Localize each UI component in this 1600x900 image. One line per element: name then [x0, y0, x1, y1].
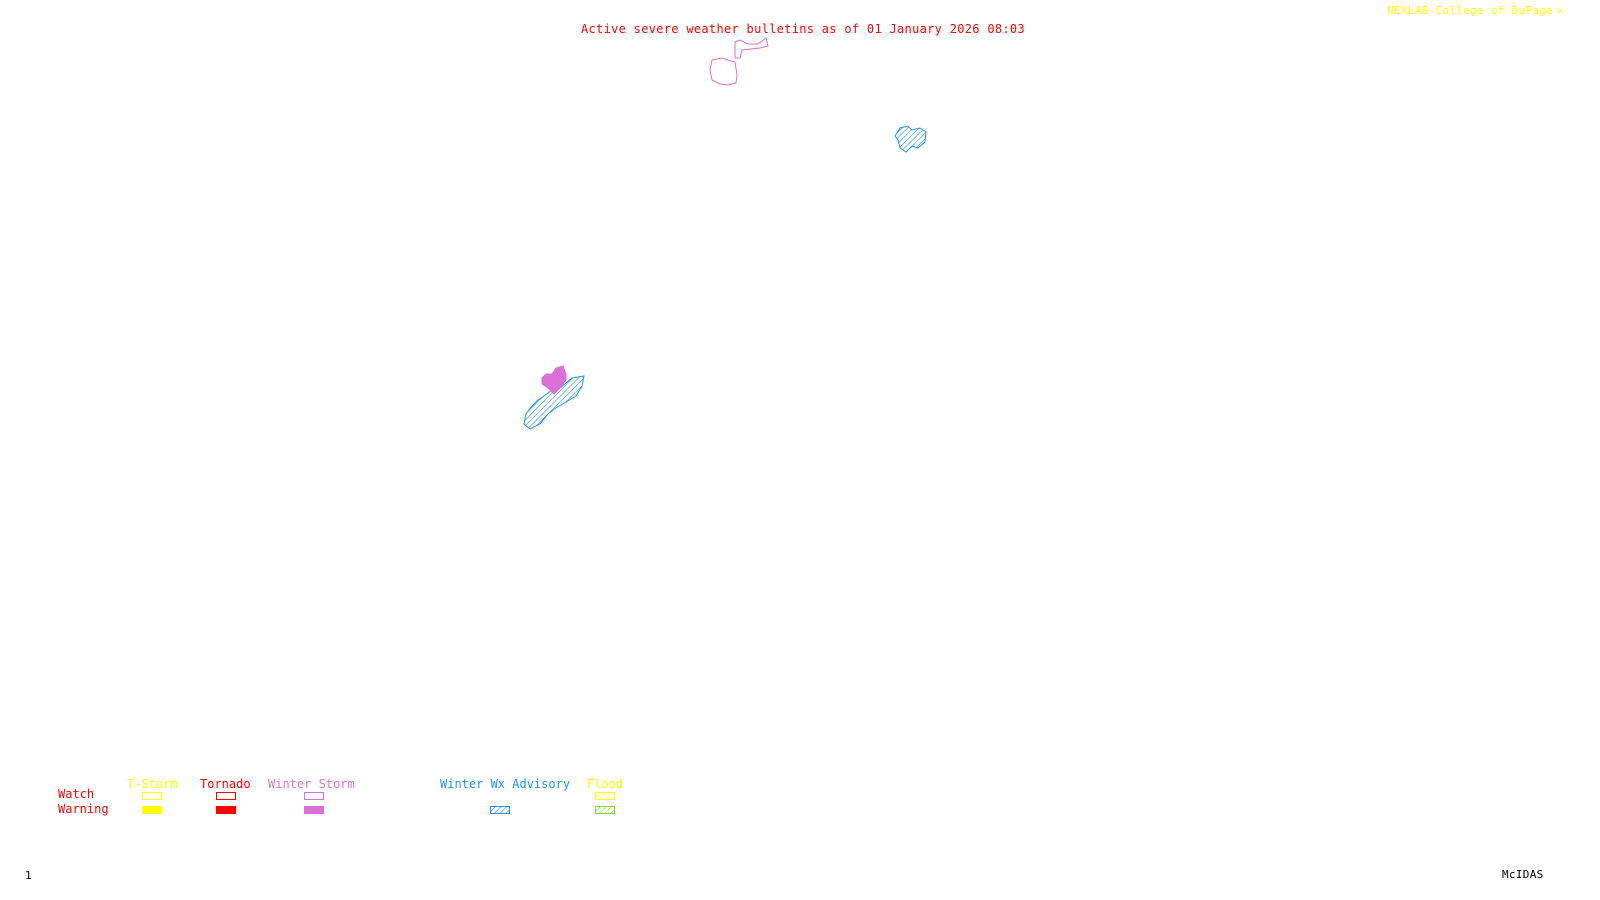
- legend-header-flood: Flood: [587, 777, 624, 791]
- page-title: Active severe weather bulletins as of 01…: [581, 22, 1025, 36]
- legend-swatch-tstorm-watch: [142, 792, 162, 800]
- credit-label: NEXLAB-College of DuPage: [1387, 4, 1554, 17]
- legend-header-tstorm: T-Storm: [127, 777, 178, 791]
- winter-storm-watch-area[interactable]: [709, 37, 769, 86]
- legend-header-tornado: Tornado: [200, 777, 251, 791]
- legend-swatch-winter-wx-advisory: [490, 806, 510, 814]
- legend-swatch-tstorm-warning: [142, 806, 162, 814]
- legend-swatch-tornado-watch: [216, 792, 236, 800]
- legend-swatch-winter-storm-watch: [304, 792, 324, 800]
- legend-swatch-winter-storm-warning: [304, 806, 324, 814]
- legend-swatch-tornado-warning: [216, 806, 236, 814]
- legend-header-winter-wx-advisory: Winter Wx Advisory: [440, 777, 571, 791]
- legend-row-warning-label: Warning: [58, 802, 109, 816]
- legend-swatch-flood-warning: [595, 806, 615, 814]
- winter-wx-advisory-area-central[interactable]: [523, 375, 585, 430]
- legend-row-watch-label: Watch: [58, 787, 95, 801]
- legend-swatch-flood-watch: [595, 792, 615, 800]
- legend-header-winter-storm: Winter Storm: [268, 777, 355, 791]
- software-label: McIDAS: [1502, 868, 1544, 881]
- logo-icon: ⇲: [1556, 3, 1563, 16]
- frame-number: 1: [25, 869, 32, 882]
- winter-storm-warning-area[interactable]: [541, 365, 567, 395]
- winter-wx-advisory-area-northeast[interactable]: [894, 125, 927, 153]
